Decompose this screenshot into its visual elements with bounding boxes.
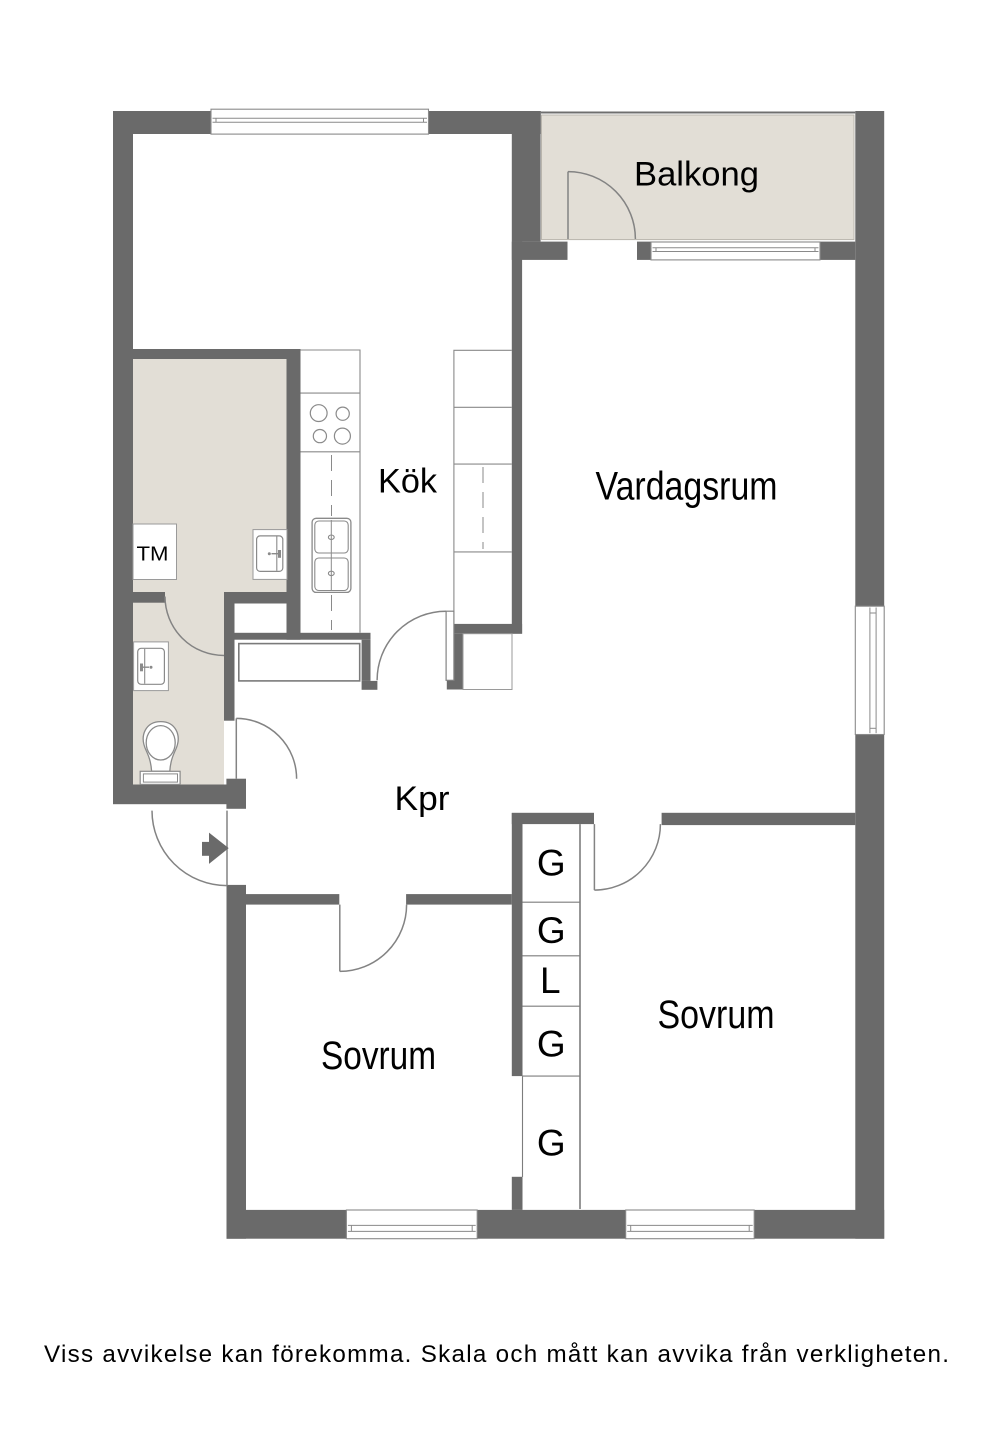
- svg-text:L: L: [540, 960, 561, 1001]
- svg-text:G: G: [537, 1024, 566, 1065]
- svg-text:Vardagsrum: Vardagsrum: [596, 464, 778, 508]
- svg-text:G: G: [537, 1123, 566, 1164]
- svg-text:Sovrum: Sovrum: [321, 1034, 436, 1078]
- svg-text:G: G: [537, 910, 566, 951]
- svg-text:Viss avvikelse kan förekomma.: Viss avvikelse kan förekomma. Skala och …: [44, 1341, 949, 1368]
- svg-text:Sovrum: Sovrum: [658, 993, 775, 1037]
- svg-text:Kpr: Kpr: [395, 780, 450, 818]
- svg-text:Balkong: Balkong: [634, 156, 759, 194]
- svg-text:TM: TM: [137, 542, 169, 565]
- svg-text:G: G: [537, 843, 566, 884]
- svg-text:Kök: Kök: [378, 463, 438, 501]
